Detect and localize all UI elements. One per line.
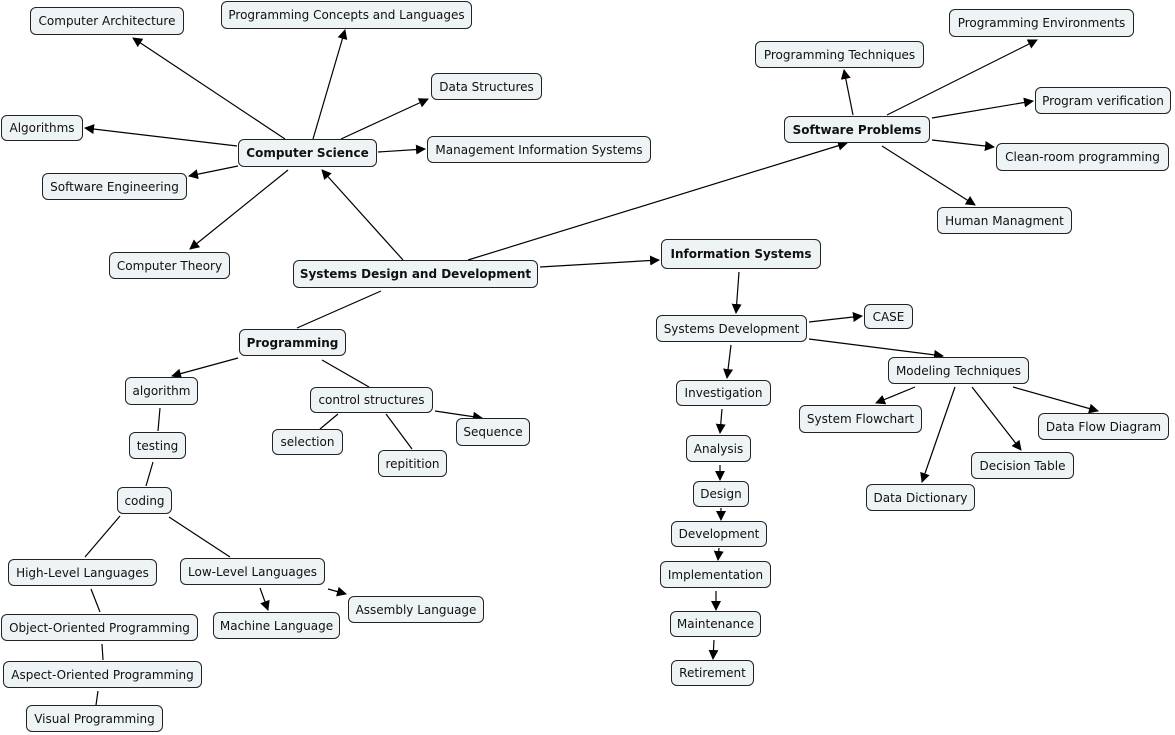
link-sys-dev-to-modeling bbox=[808, 338, 944, 360]
link-low-level-to-machine bbox=[259, 587, 270, 611]
link-aop-to-visual bbox=[95, 690, 99, 706]
concept-node-algorithms[interactable]: Algorithms bbox=[1, 115, 83, 141]
concept-node-info-systems[interactable]: Information Systems bbox=[661, 239, 821, 269]
link-info-systems-to-sys-dev bbox=[731, 271, 742, 314]
concept-node-implementation[interactable]: Implementation bbox=[660, 561, 771, 588]
link-coding-to-high-level bbox=[84, 515, 121, 558]
concept-node-computer-theory[interactable]: Computer Theory bbox=[109, 252, 230, 279]
link-sys-dev-to-investigation bbox=[723, 344, 734, 379]
link-modeling-to-data-dictionary bbox=[920, 386, 956, 483]
link-programming-to-algorithm bbox=[171, 357, 239, 379]
concept-node-programming[interactable]: Programming bbox=[239, 329, 346, 356]
concept-node-prog-env[interactable]: Programming Environments bbox=[949, 9, 1134, 37]
concept-node-analysis[interactable]: Analysis bbox=[686, 435, 751, 462]
concept-node-investigation[interactable]: Investigation bbox=[676, 380, 771, 406]
link-computer-science-to-comp-arch bbox=[132, 37, 286, 140]
link-sdd-to-info-systems bbox=[539, 255, 660, 268]
concept-node-dfd[interactable]: Data Flow Diagram bbox=[1038, 413, 1169, 440]
concept-node-high-level[interactable]: High-Level Languages bbox=[8, 559, 157, 586]
concept-node-human[interactable]: Human Managment bbox=[937, 207, 1072, 234]
concept-node-maintenance[interactable]: Maintenance bbox=[670, 611, 761, 637]
link-oop-to-aop bbox=[101, 643, 104, 661]
concept-node-sys-dev[interactable]: Systems Development bbox=[656, 315, 807, 342]
link-modeling-to-decision-table bbox=[971, 386, 1022, 451]
concept-node-coding[interactable]: coding bbox=[117, 487, 172, 514]
link-computer-science-to-computer-theory bbox=[189, 169, 289, 250]
link-software-problems-to-prog-verif bbox=[931, 97, 1034, 119]
concept-node-decision-table[interactable]: Decision Table bbox=[971, 452, 1074, 479]
link-algorithm-to-testing bbox=[157, 407, 161, 432]
concept-node-sequence[interactable]: Sequence bbox=[456, 418, 530, 446]
concept-node-prog-concepts[interactable]: Programming Concepts and Languages bbox=[221, 1, 472, 29]
concept-node-software-problems[interactable]: Software Problems bbox=[784, 116, 930, 143]
concept-node-assembly[interactable]: Assembly Language bbox=[348, 596, 484, 623]
concept-node-low-level[interactable]: Low-Level Languages bbox=[180, 558, 325, 585]
link-development-to-implementation bbox=[713, 547, 724, 561]
concept-node-comp-arch[interactable]: Computer Architecture bbox=[30, 7, 184, 35]
link-software-problems-to-human bbox=[881, 145, 976, 206]
concept-node-prog-tech[interactable]: Programming Techniques bbox=[755, 41, 924, 68]
concept-node-mis[interactable]: Management Information Systems bbox=[427, 136, 651, 163]
concept-node-oop[interactable]: Object-Oriented Programming bbox=[1, 614, 198, 641]
concept-node-software-engineering[interactable]: Software Engineering bbox=[42, 173, 187, 200]
link-control-structures-to-sequence bbox=[434, 410, 483, 422]
link-investigation-to-analysis bbox=[715, 408, 726, 434]
link-computer-science-to-algorithms bbox=[84, 124, 238, 147]
link-low-level-to-assembly bbox=[327, 586, 347, 597]
concept-node-algorithm[interactable]: algorithm bbox=[125, 377, 198, 405]
link-software-problems-to-cleanroom bbox=[931, 139, 995, 151]
link-testing-to-coding bbox=[145, 461, 154, 487]
concept-node-case[interactable]: CASE bbox=[864, 304, 913, 329]
concept-node-design[interactable]: Design bbox=[693, 481, 749, 507]
concept-node-retirement[interactable]: Retirement bbox=[671, 660, 754, 686]
link-computer-science-to-mis bbox=[377, 144, 426, 155]
link-computer-science-to-data-structures bbox=[340, 98, 429, 140]
link-high-level-to-oop bbox=[90, 588, 101, 613]
link-modeling-to-flowchart bbox=[875, 386, 916, 405]
concept-node-aop[interactable]: Aspect-Oriented Programming bbox=[3, 661, 202, 688]
link-computer-science-to-software-engineering bbox=[188, 165, 239, 180]
link-programming-to-control-structures bbox=[321, 359, 370, 388]
link-sdd-to-computer-science bbox=[321, 169, 404, 261]
concept-node-cleanroom[interactable]: Clean-room programming bbox=[996, 143, 1169, 171]
link-computer-science-to-prog-concepts bbox=[312, 29, 348, 140]
link-sdd-to-programming bbox=[296, 290, 382, 329]
link-software-problems-to-prog-tech bbox=[840, 69, 854, 116]
concept-node-data-structures[interactable]: Data Structures bbox=[431, 73, 542, 100]
concept-node-development[interactable]: Development bbox=[671, 521, 767, 547]
link-control-structures-to-selection bbox=[319, 413, 339, 430]
concept-node-repitition[interactable]: repitition bbox=[378, 450, 447, 477]
concept-node-selection[interactable]: selection bbox=[272, 429, 343, 455]
concept-node-sdd[interactable]: Systems Design and Development bbox=[293, 260, 538, 288]
link-modeling-to-dfd bbox=[1012, 386, 1099, 414]
link-sdd-to-software-problems bbox=[467, 140, 848, 261]
link-maintenance-to-retirement bbox=[708, 639, 719, 660]
concept-node-machine[interactable]: Machine Language bbox=[213, 612, 340, 639]
concept-node-prog-verif[interactable]: Program verification bbox=[1035, 87, 1171, 114]
concept-node-data-dictionary[interactable]: Data Dictionary bbox=[866, 484, 975, 511]
concept-node-modeling[interactable]: Modeling Techniques bbox=[888, 357, 1029, 384]
link-sys-dev-to-case bbox=[808, 312, 863, 323]
concept-node-flowchart[interactable]: System Flowchart bbox=[799, 405, 922, 433]
concept-node-testing[interactable]: testing bbox=[129, 432, 186, 459]
concept-node-visual[interactable]: Visual Programming bbox=[26, 705, 163, 732]
link-coding-to-low-level bbox=[168, 516, 231, 558]
concept-node-computer-science[interactable]: Computer Science bbox=[238, 139, 377, 167]
link-control-structures-to-repitition bbox=[385, 413, 413, 450]
concept-node-control-structures[interactable]: control structures bbox=[310, 387, 433, 413]
link-software-problems-to-prog-env bbox=[886, 39, 1038, 116]
